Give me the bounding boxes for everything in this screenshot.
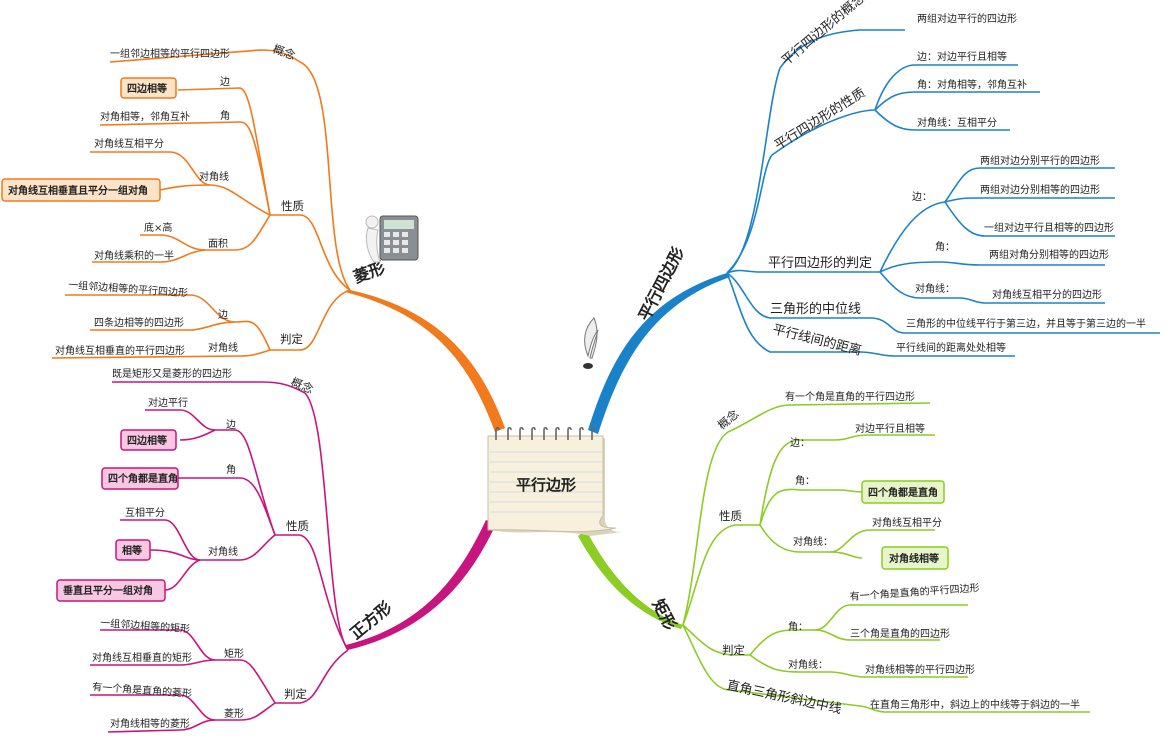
rhombus-prop-diag-label: 对角线 [199,170,229,183]
branch-rhombus [51,49,351,359]
pg-property-side: 边：对边平行且相等 [917,50,1007,63]
rect-judge-diag-text: 对角线相等的平行四边形 [865,663,975,676]
pg-property-diag: 对角线：互相平分 [917,116,997,129]
square-diag-box1-text: 相等 [122,544,142,557]
rect-angle-box [861,480,945,504]
square-judge-label: 判定 [284,687,307,701]
rect-diag-box-text: 对角线相等 [889,552,939,565]
square-judge-rhom-label: 菱形 [224,708,244,720]
square-diag-box1 [115,539,151,561]
square-labels: 正方形 概念 既是矩形又是菱形的四边形 性质 边 对边平行 四边相等 角 四个角… [56,367,395,730]
pg-concept-label: 平行四边形的概念 [778,0,868,69]
branch-rectangle [682,402,1090,713]
branch-parallelogram [726,29,1160,357]
pg-judge-angle-item: 两组对角分别相等的四边形 [989,248,1109,261]
square-prop-side-text: 对边平行 [148,396,188,409]
rhombus-side-box-text: 四边相等 [127,82,167,95]
rectangle-labels: 矩形 概念 有一个角是直角的平行四边形 性质 边： 对边平行且相等 角： 四个角… [648,390,1080,717]
rhombus-concept-text: 一组邻边相等的平行四边形 [110,47,230,60]
square-concept-text: 既是矩形又是菱形的四边形 [112,367,232,380]
square-judge-rect-1: 一组邻边相等的矩形 [100,616,191,635]
rhombus-prop-side-label: 边 [220,76,230,88]
rhombus-side-box [120,77,177,99]
rect-judge-angle-label: 角： [788,621,808,633]
rect-concept-label: 概念 [715,406,742,432]
square-side-box-text: 四边相等 [127,434,167,447]
pg-judge-diag-item: 对角线互相平分的四边形 [992,288,1102,301]
rhombus-title: 菱形 [351,258,388,287]
center-topic[interactable]: 平行边形 [487,426,622,536]
square-judge-rhom-2: 对角线相等的菱形 [110,717,190,730]
pg-judge-side-label: 边： [912,191,932,203]
square-prop-side-label: 边 [226,419,236,431]
rect-judge-label: 判定 [722,643,745,657]
rhombus-judge-diag-text: 对角线互相垂直的平行四边形 [55,344,185,357]
square-judge-rhom-1: 有一个角是直角的菱形 [92,680,193,700]
square-prop-diag-text: 互相平分 [125,506,165,519]
rect-hyp-text: 在直角三角形中，斜边上的中线等于斜边的一半 [870,698,1080,711]
rect-concept-text: 有一个角是直角的平行四边形 [785,390,915,403]
rhombus-diag-box-text: 对角线互相垂直且平分一组对角 [8,184,148,197]
square-prop-diag-label: 对角线 [208,545,238,558]
square-prop-angle-label: 角 [226,464,236,476]
square-judge-rect-2: 对角线互相垂直的矩形 [92,651,192,664]
rect-hyp-label: 直角三角形斜边中线 [725,678,843,717]
rect-prop-diag-label: 对角线： [793,535,833,548]
rect-property-label: 性质 [719,509,742,523]
rect-judge-angle-1: 有一个角是直角的平行四边形 [849,581,980,603]
pg-judge-diag-label: 对角线： [915,282,955,295]
branch-square [90,381,349,733]
rect-diag-box [881,546,949,570]
calculator-icon [365,215,419,263]
rect-prop-diag-text: 对角线互相平分 [872,516,942,529]
rect-judge-angle-2: 三个角是直角的四边形 [850,627,950,640]
rhombus-judge-side-2: 四条边相等的四边形 [94,316,184,329]
rhombus-judge-label: 判定 [280,332,303,346]
square-diag-box2-text: 垂直且平分一组对角 [63,584,153,597]
rect-judge-diag-label: 对角线： [788,658,828,671]
main-branches [345,273,730,650]
pg-judge-side-3: 一组对边平行且相等的四边形 [984,221,1114,234]
rhombus-area-label: 面积 [208,238,228,250]
rhombus-judge-side-label: 边 [218,309,228,321]
center-title: 平行边形 [516,476,576,494]
pg-judge-label: 平行四边形的判定 [768,255,872,271]
pg-property-label: 平行四边形的性质 [772,85,869,154]
rect-prop-angle-label: 角： [795,475,815,487]
pg-midline-label: 三角形的中位线 [770,301,861,317]
rhombus-area-1: 底×高 [144,221,172,234]
rect-angle-box-text: 四个角都是直角 [868,486,938,499]
rhombus-prop-angle-label: 角 [220,110,230,122]
rect-prop-side-text: 对边平行且相等 [855,422,925,435]
pg-judge-angle-label: 角： [935,241,955,253]
parallelogram-labels: 平行四边形 平行四边形的概念 两组对边平行的四边形 平行四边形的性质 边：对边平… [635,0,1146,359]
square-concept-label: 概念 [289,375,316,397]
quill-pen-icon [583,317,599,369]
pg-midline-text: 三角形的中位线平行于第三边，并且等于第三边的一半 [906,317,1146,330]
square-judge-rect-label: 矩形 [224,647,244,660]
pg-distance-text: 平行线间的距离处处相等 [896,341,1006,354]
rect-prop-side-label: 边： [790,437,810,449]
pg-concept-text: 两组对边平行的四边形 [917,12,1017,25]
square-angle-box [101,467,179,490]
rhombus-judge-side-1: 一组邻边相等的平行四边形 [68,278,189,299]
rhombus-prop-angle-text: 对角相等，邻角互补 [100,110,190,123]
pg-judge-side-2: 两组对边分别相等的四边形 [980,183,1100,196]
rhombus-prop-diag-text: 对角线互相平分 [94,137,164,150]
square-angle-box-text: 四个角都是直角 [108,472,178,485]
rhombus-area-2: 对角线乘积的一半 [94,249,174,262]
square-diag-box2 [56,579,166,602]
rhombus-diag-box [1,178,161,202]
pg-judge-side-1: 两组对边分别平行的四边形 [980,154,1100,167]
rhombus-property-label: 性质 [281,199,304,213]
rhombus-concept-label: 概念 [271,42,298,63]
pg-distance-label: 平行线间的距离 [771,321,863,359]
pg-property-angle: 角：对角相等，邻角互补 [917,78,1027,91]
square-side-box [120,429,177,451]
square-property-label: 性质 [286,519,309,533]
rhombus-judge-diag-label: 对角线 [208,341,238,354]
